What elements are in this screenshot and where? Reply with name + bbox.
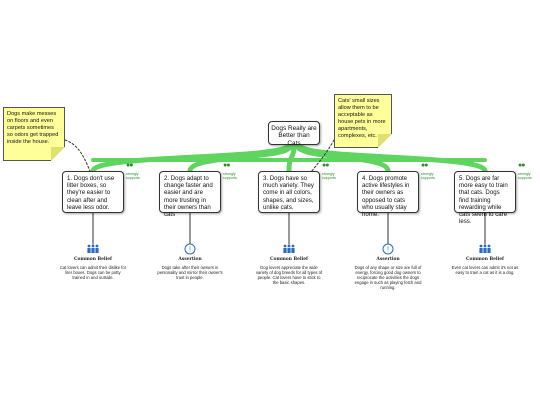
support-connector-3 [286,142,297,174]
support-strength-label: strongly supports [518,172,532,181]
evidence-type: Assertion [376,257,400,262]
support-connector-2 [187,142,294,174]
evidence-text: Even cat lovers can admit it's not as ea… [451,265,519,276]
evidence-type: Assertion [178,257,202,262]
main-claim-box[interactable]: Dogs Really are Better than Cats [268,121,320,147]
reason-text: 5. Dogs are far more easy to train that … [459,175,508,226]
support-connectors [90,142,488,174]
group-icon[interactable] [283,244,295,253]
support-strength-label: strongly supports [421,172,435,181]
evidence-type: Common Belief [466,257,504,262]
support-dots-icon: ●● [421,162,429,169]
svg-text:!: ! [189,247,191,254]
assertion-icon[interactable]: ! [184,243,196,255]
evidence-type: Common Belief [270,257,308,262]
reason-box-2[interactable]: 2. Dogs adapt to change faster and easie… [159,171,221,218]
reason-text: 4. Dogs promote active lifestyles in the… [362,175,410,219]
evidence-text: Cat lovers can admit their dislike for l… [59,265,127,281]
reason-text: 3. Dogs have so much variety. They come … [263,175,314,211]
objection-note-2-text: Cats' small sizes allow them to be accep… [338,98,386,139]
evidence-text: Dog lovers appreciate the wide variety o… [255,265,323,286]
note-connector-1 [64,139,91,172]
note-fold-icon [378,134,392,148]
support-connector-5 [297,142,488,174]
reason-box-5[interactable]: 5. Dogs are far more easy to train that … [454,171,516,225]
group-icon[interactable] [479,244,491,253]
reason-box-1[interactable]: 1. Dogs don't use litter boxes, so they'… [62,171,124,213]
support-strength-label: strongly supports [223,172,237,181]
support-dots-icon: ●● [223,162,231,169]
objection-note-2[interactable]: Cats' small sizes allow them to be accep… [334,94,392,148]
evidence-type: Common Belief [74,257,112,262]
reason-text: 2. Dogs adapt to change faster and easie… [164,175,213,219]
reason-box-4[interactable]: 4. Dogs promote active lifestyles in the… [357,171,419,218]
objection-note-1-text: Dogs make messes on floors and even carp… [7,111,59,145]
reason-text: 1. Dogs don't use litter boxes, so they'… [67,175,115,211]
main-claim-text: Dogs Really are Better than Cats [271,125,317,147]
assertion-icon[interactable]: ! [382,243,394,255]
evidence-text: Dogs of any shape or size are full of en… [354,265,422,291]
evidence-text: Dogs take after their owners in personal… [157,265,223,281]
support-strength-label: strongly supports [126,172,140,181]
objection-note-1[interactable]: Dogs make messes on floors and even carp… [3,107,65,161]
support-dots-icon: ●● [518,162,526,169]
svg-text:!: ! [387,247,389,254]
evidence-connectors: !! [87,212,491,255]
note-fold-icon [51,147,65,161]
support-dots-icon: ●● [322,162,330,169]
support-dots-icon: ●● [126,162,134,169]
support-strength-label: strongly supports [322,172,336,181]
reason-box-3[interactable]: 3. Dogs have so much variety. They come … [258,171,320,213]
group-icon[interactable] [87,244,99,253]
